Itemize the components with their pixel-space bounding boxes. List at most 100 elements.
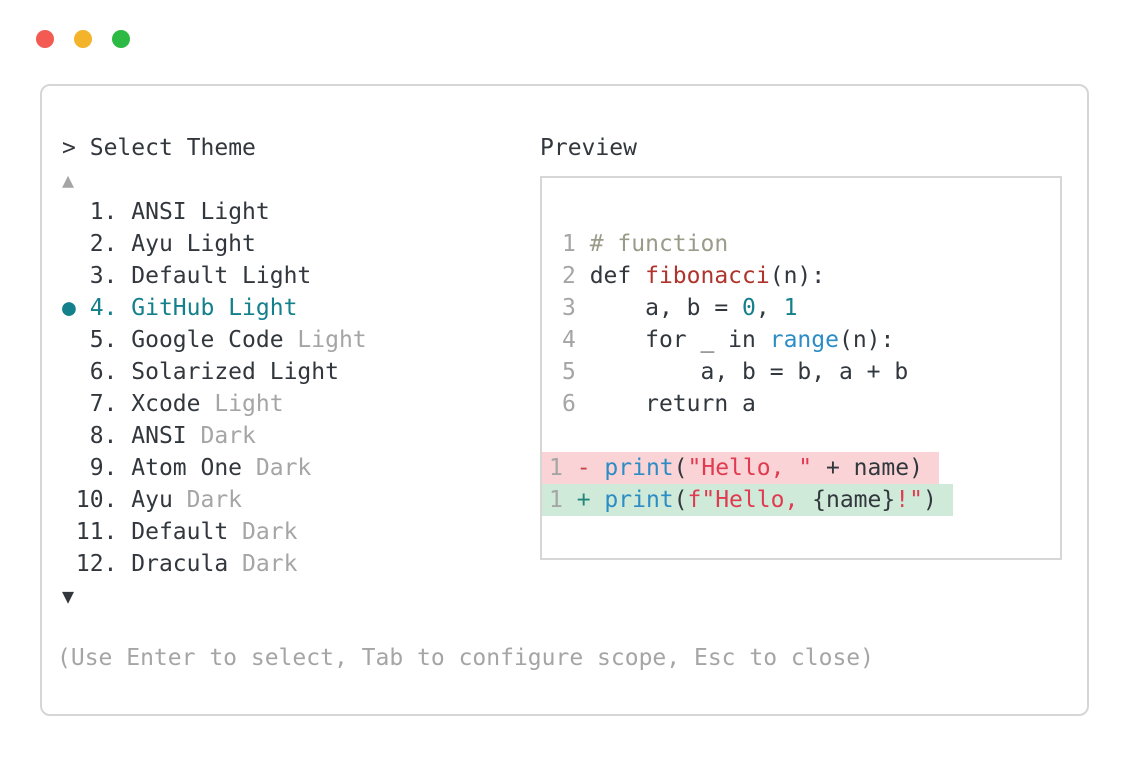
selected-marker-icon: ●	[62, 295, 76, 321]
footer-hint: (Use Enter to select, Tab to configure s…	[57, 645, 874, 671]
select-theme-prompt: > Select Theme	[62, 132, 540, 164]
close-window-button[interactable]	[36, 30, 54, 48]
code-token-plain: (	[673, 455, 688, 481]
line-number: 3	[562, 295, 590, 321]
theme-list-item-6[interactable]: 6. Solarized Light	[62, 356, 540, 388]
theme-list-item-12[interactable]: 12. Dracula Dark	[62, 548, 540, 580]
theme-list-item-2[interactable]: 2. Ayu Light	[62, 228, 540, 260]
code-token-plain: return a	[589, 391, 756, 417]
theme-variant: Dark	[242, 519, 298, 545]
code-token-string: "Hello, "	[687, 455, 813, 481]
scroll-up-icon[interactable]: ▲	[62, 168, 75, 192]
code-token-plain: ,	[755, 295, 784, 321]
theme-list-item-1[interactable]: 1. ANSI Light	[62, 196, 540, 228]
theme-number: 5.	[75, 327, 132, 353]
theme-variant: Dark	[242, 551, 298, 577]
marker-placeholder	[62, 359, 76, 385]
theme-name: Ayu	[131, 487, 187, 513]
theme-list-item-11[interactable]: 11. Default Dark	[62, 516, 540, 548]
theme-list-item-5[interactable]: 5. Google Code Light	[62, 324, 540, 356]
marker-placeholder	[62, 455, 76, 481]
theme-variant: Dark	[255, 455, 312, 481]
code-token-builtin: print	[604, 455, 674, 481]
theme-name: Xcode	[131, 391, 215, 417]
preview-label: Preview	[540, 135, 637, 161]
theme-name: Solarized	[131, 359, 270, 385]
theme-variant: Light	[297, 327, 367, 353]
theme-list: 1. ANSI Light 2. Ayu Light 3. Default Li…	[62, 196, 540, 580]
marker-placeholder	[62, 423, 76, 449]
code-token-plain: (n):	[769, 263, 826, 289]
zoom-window-button[interactable]	[112, 30, 130, 48]
code-token-plain: a, b = b, a + b	[589, 359, 909, 385]
code-line-2: 2 def fibonacci(n):	[562, 260, 1060, 292]
theme-number: 11.	[75, 519, 132, 545]
theme-variant: Light	[242, 263, 312, 289]
marker-placeholder	[62, 487, 76, 513]
marker-placeholder	[62, 519, 76, 545]
theme-variant: Light	[186, 231, 256, 257]
code-line-4: 4 for _ in range(n):	[562, 324, 1060, 356]
code-token-comment: # function	[589, 231, 729, 257]
code-token-plain: (	[673, 487, 688, 513]
line-number: 2	[562, 263, 590, 289]
line-number: 1	[562, 231, 590, 257]
theme-list-item-3[interactable]: 3. Default Light	[62, 260, 540, 292]
code-token-plain: a, b =	[589, 295, 743, 321]
theme-list-item-7[interactable]: 7. Xcode Light	[62, 388, 540, 420]
theme-name: ANSI	[131, 199, 201, 225]
prompt-title: Select Theme	[89, 135, 256, 161]
code-token-number: 1	[783, 295, 798, 321]
theme-variant: Dark	[186, 487, 243, 513]
marker-placeholder	[62, 327, 76, 353]
code-token-builtin: range	[769, 327, 839, 353]
code-token-string: !"	[895, 487, 923, 513]
diff-line-added: 1 + print(f"Hello, {name}!")	[542, 484, 953, 516]
theme-selector-column: > Select Theme ▲ 1. ANSI Light 2. Ayu Li…	[62, 132, 540, 612]
marker-placeholder	[62, 551, 76, 577]
code-token-plain: {name}	[812, 487, 896, 513]
line-number: 1	[549, 487, 577, 513]
theme-name: ANSI	[131, 423, 201, 449]
theme-picker-window: > Select Theme ▲ 1. ANSI Light 2. Ayu Li…	[40, 84, 1089, 716]
theme-list-item-8[interactable]: 8. ANSI Dark	[62, 420, 540, 452]
theme-number: 8.	[75, 423, 132, 449]
theme-number: 12.	[75, 551, 132, 577]
code-line-1: 1 # function	[562, 228, 1060, 260]
theme-list-item-10[interactable]: 10. Ayu Dark	[62, 484, 540, 516]
minimize-window-button[interactable]	[74, 30, 92, 48]
theme-variant: Light	[200, 199, 270, 225]
diff-line-removed: 1 - print("Hello, " + name)	[542, 452, 939, 484]
theme-variant: Light	[214, 391, 284, 417]
scroll-down-icon[interactable]: ▼	[62, 584, 75, 608]
theme-number: 9.	[75, 455, 132, 481]
theme-variant: Light	[269, 359, 339, 385]
code-token-added-sign: +	[576, 487, 605, 513]
code-token-plain: for _ in	[589, 327, 770, 353]
theme-number: 7.	[75, 391, 132, 417]
code-line-3: 3 a, b = 0, 1	[562, 292, 1060, 324]
code-token-removed-sign: -	[576, 455, 605, 481]
code-token-builtin: print	[604, 487, 674, 513]
code-token-defname: fibonacci	[645, 263, 770, 289]
theme-list-item-4[interactable]: ● 4. GitHub Light	[62, 292, 540, 324]
theme-variant: Dark	[200, 423, 256, 449]
line-number: 4	[562, 327, 590, 353]
theme-list-item-9[interactable]: 9. Atom One Dark	[62, 452, 540, 484]
theme-number: 10.	[75, 487, 132, 513]
window-controls	[36, 30, 130, 48]
marker-placeholder	[62, 199, 76, 225]
marker-placeholder	[62, 231, 76, 257]
theme-number: 1.	[75, 199, 132, 225]
code-token-plain: (n):	[838, 327, 895, 353]
prompt-caret: >	[62, 135, 76, 161]
theme-name: Default	[131, 263, 243, 289]
code-token-number: 0	[742, 295, 756, 321]
theme-name: Ayu	[131, 231, 187, 257]
theme-name: GitHub	[131, 295, 229, 321]
line-number: 1	[549, 455, 577, 481]
code-line-5: 5 a, b = b, a + b	[562, 356, 1060, 388]
